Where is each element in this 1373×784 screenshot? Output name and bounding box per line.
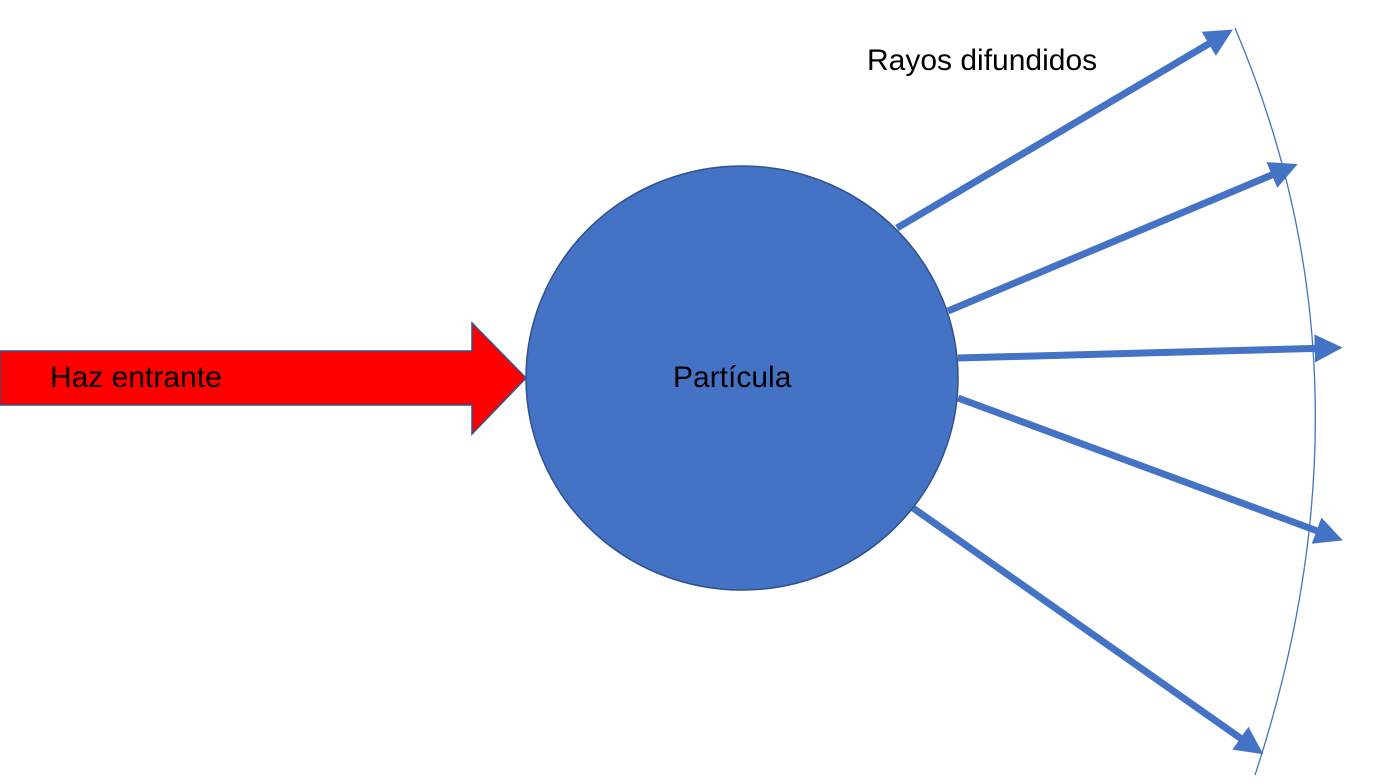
scattered-ray-5 — [910, 505, 1264, 755]
scatter-arc — [1234, 27, 1317, 776]
scattered-ray-1 — [895, 29, 1233, 232]
particle-circle — [525, 165, 959, 591]
incoming-beam-arrow — [0, 321, 528, 436]
scattered-ray-2 — [946, 162, 1298, 315]
particle-label: Partícula — [673, 361, 792, 394]
scattered-ray-4 — [956, 394, 1343, 544]
scattered-ray-3 — [957, 334, 1343, 363]
scattered-rays-label: Rayos difundidos — [867, 44, 1098, 77]
incoming-beam-label: Haz entrante — [50, 361, 222, 394]
